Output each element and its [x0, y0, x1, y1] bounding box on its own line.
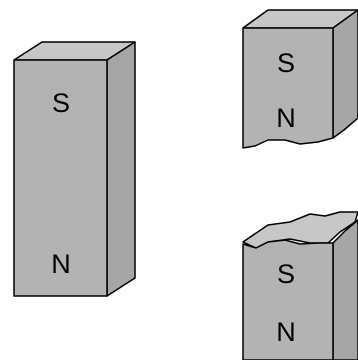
broken-lower-side-face: [332, 219, 358, 360]
broken-lower-front-face: [242, 239, 334, 360]
broken-upper-north-label: N: [276, 103, 296, 133]
broken-magnet-lower-piece: S N: [242, 211, 358, 360]
broken-upper-south-label: S: [277, 48, 295, 78]
broken-magnet-upper-piece: S N: [242, 9, 358, 149]
whole-magnet-south-label: S: [52, 88, 70, 118]
broken-lower-north-label: N: [276, 317, 296, 347]
broken-upper-side-face: [332, 9, 358, 139]
whole-magnet-side-face: [106, 41, 136, 297]
whole-magnet-north-label: N: [51, 249, 71, 279]
broken-lower-south-label: S: [277, 259, 295, 289]
whole-magnet: S N: [13, 41, 136, 297]
broken-upper-front-face: [242, 27, 334, 149]
whole-magnet-front-face: [13, 59, 108, 297]
